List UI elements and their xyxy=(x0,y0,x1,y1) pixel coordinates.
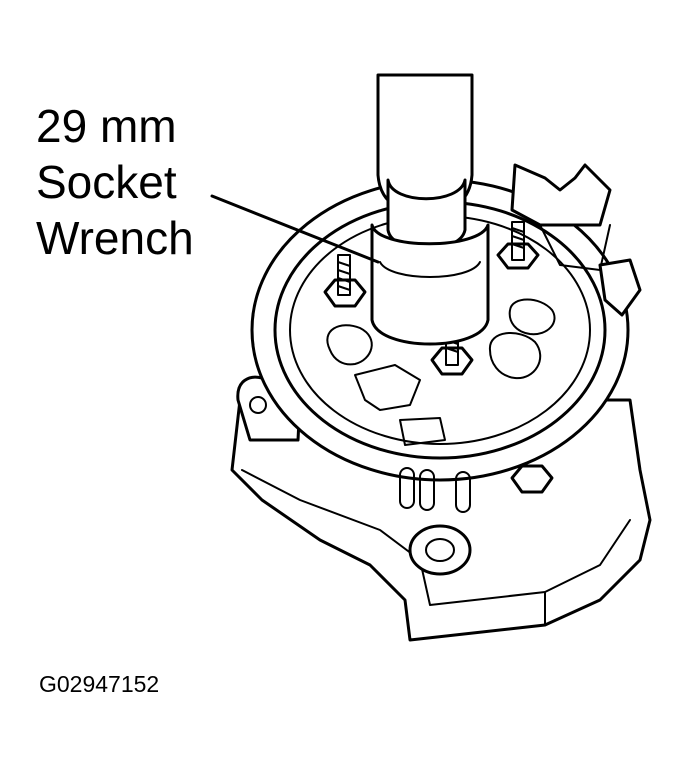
socket-wrench-band xyxy=(379,261,481,278)
terminal-block xyxy=(399,417,446,446)
cooling-window-top-right xyxy=(508,298,556,336)
callout-line-3: Wrench xyxy=(36,212,194,264)
right-lug xyxy=(598,258,642,317)
callout-leader-line xyxy=(210,194,380,264)
alternator-base xyxy=(230,398,652,642)
top-bracket-arm xyxy=(539,224,611,271)
base-rim xyxy=(241,469,631,606)
stud-left xyxy=(323,254,367,308)
callout-line-2: Socket xyxy=(36,156,177,208)
pulley-boss xyxy=(408,524,472,576)
stud-top xyxy=(496,221,540,270)
socket-wrench-socket xyxy=(370,223,490,346)
base-foot xyxy=(404,591,546,641)
stud-lower-right xyxy=(510,464,554,494)
front-vents xyxy=(399,467,471,513)
socket-wrench-callout: 29 mm Socket Wrench xyxy=(36,98,194,266)
regulator-lever xyxy=(354,364,421,411)
cooling-window-left xyxy=(326,324,373,366)
left-ear-stud xyxy=(249,396,267,414)
callout-line-1: 29 mm xyxy=(36,100,177,152)
figure-id: G02947152 xyxy=(39,671,160,697)
cooling-window-right xyxy=(488,331,542,380)
top-bracket xyxy=(510,163,612,227)
pulley-boss-hole xyxy=(425,538,455,562)
